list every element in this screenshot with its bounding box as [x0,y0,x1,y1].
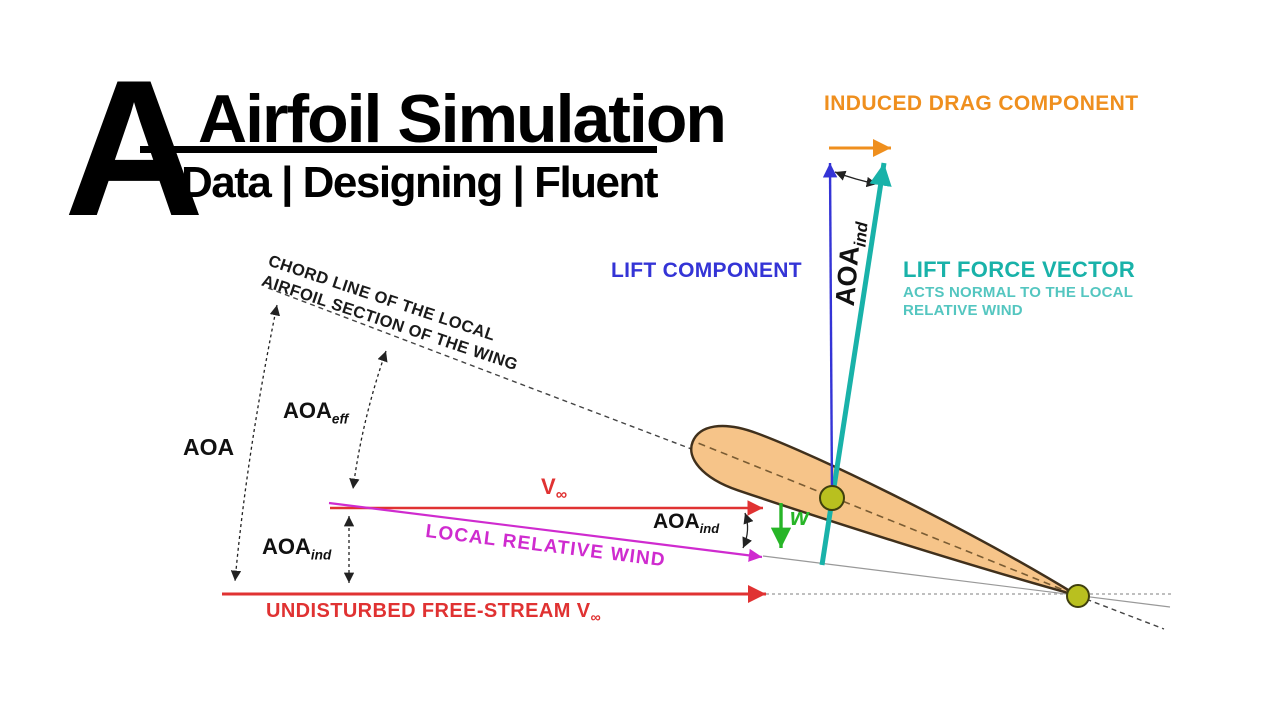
page-subtitle: Data | Designing | Fluent [181,158,659,207]
page-title: Airfoil Simulation [198,81,727,157]
induced-drag-label: INDUCED DRAG COMPONENT [824,92,1139,115]
local-relative-wind-arrow [328,501,763,562]
undisturbed-freestream-label: UNDISTURBED FREE-STREAM V∞ [266,600,602,626]
aoa-eff-label: AOAeff [283,398,349,427]
downwash-label: w [790,504,809,531]
airfoil-inner-chord [698,442,1074,595]
lift-force-vector-note: ACTS NORMAL TO THE LOCAL RELATIVE WIND [903,284,1133,321]
aoa-eff-arc [349,350,388,490]
aoa-ind-top-arc [834,170,878,188]
lift-component-arrow [822,162,838,499]
chord-line-extension [1077,595,1165,630]
aoa-label: AOA [183,434,235,460]
aerodynamic-center-dot [819,485,845,511]
title-underline [140,146,657,153]
v-infinity-label: V∞ [541,474,567,504]
lift-force-note-line2: RELATIVE WIND [903,302,1023,320]
trailing-edge-dot [1066,584,1090,608]
relative-wind-extension-line [762,555,1171,608]
aoa-arc [230,304,281,582]
aoa-ind-mid-arc [742,512,754,549]
aoa-ind-left-label: AOAind [262,534,332,563]
lift-force-vector-label: LIFT FORCE VECTOR [903,257,1136,282]
airfoil-group [690,424,1078,597]
aoa-ind-mid-label: AOAind [653,510,720,537]
lift-force-note-line1: ACTS NORMAL TO THE LOCAL [903,284,1134,301]
lift-component-label: LIFT COMPONENT [611,259,802,282]
airfoil-shape [690,424,1078,597]
